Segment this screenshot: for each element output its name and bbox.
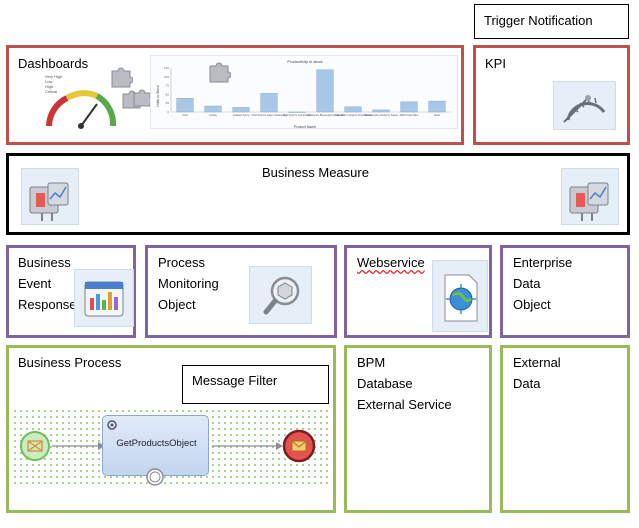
bar — [176, 98, 194, 113]
x-tick-label: Grandma's Boysenberry Spread — [307, 113, 345, 117]
measure-icon — [569, 182, 609, 221]
pmo-icon-tile — [249, 266, 312, 324]
y-tick-label: 75 — [166, 84, 170, 88]
webservice-title: Webservice — [357, 255, 425, 270]
start-event-icon[interactable] — [19, 430, 51, 462]
bar — [260, 93, 278, 113]
end-event-icon[interactable] — [282, 429, 316, 463]
bar — [288, 111, 306, 113]
kpi-box: KPI — [473, 45, 630, 145]
x-tick-label: Chang — [209, 113, 217, 117]
puzzle-icon — [133, 89, 152, 107]
kpi-title: KPI — [485, 56, 506, 71]
kpi-icon-tile — [553, 81, 616, 130]
ext-line-1: External — [513, 355, 561, 370]
stock-bar-chart: Productivity in stock Units In Stock Pro… — [156, 59, 451, 129]
stock-chart-panel: Productivity in stock Units In Stock Pro… — [150, 55, 458, 129]
y-tick-label: 25 — [166, 101, 170, 105]
y-tick-label: 0 — [167, 110, 169, 114]
business-event-response-box: Business Event Response — [6, 245, 136, 338]
webservice-box: Webservice — [344, 245, 492, 338]
ext-line-2: Data — [513, 376, 541, 391]
puzzle-icon — [209, 62, 231, 83]
ber-line-3: Response — [18, 297, 77, 312]
y-tick-label: 50 — [166, 92, 170, 96]
edo-line-1: Enterprise — [513, 255, 573, 270]
message-filter-box: Message Filter — [182, 365, 329, 404]
ber-line-1: Business — [18, 255, 71, 270]
measure-icon — [29, 182, 69, 221]
bar — [372, 109, 390, 113]
process-flow — [52, 442, 283, 450]
bar — [344, 106, 362, 113]
task-get-products-object[interactable]: GetProductsObject — [102, 415, 209, 476]
ber-line-2: Event — [18, 276, 52, 291]
x-tick-label: Chai — [182, 113, 188, 117]
gauge-legend: Very High Low High Critical — [45, 74, 63, 94]
x-tick-label: Ikura — [434, 113, 440, 117]
magnifier-icon — [263, 276, 300, 315]
bar — [204, 105, 222, 113]
trigger-notification-label: Trigger Notification — [484, 13, 593, 28]
bar — [316, 69, 334, 113]
x-tick-label: Mishi Kobe Niku — [400, 113, 419, 117]
bpm-line-1: BPM — [357, 355, 386, 370]
pmo-line-1: Process — [158, 255, 205, 270]
x-tick-label: Northwoods Cranberry Sauce — [364, 113, 399, 117]
task-label: GetProductsObject — [116, 438, 197, 449]
bpm-database-box: BPM Database External Service — [344, 345, 492, 513]
y-tick-label: 125 — [164, 66, 169, 70]
dashboards-box: Dashboards Very High Low High Critical P… — [6, 45, 464, 145]
ber-icon-tile — [74, 269, 134, 327]
edo-line-2: Data — [513, 276, 541, 291]
chart-xlabel: Product Name — [294, 125, 316, 129]
measure-icon-tile-right — [561, 168, 619, 225]
pmo-line-2: Monitoring — [158, 276, 219, 291]
business-process-box: Business Process Message Filter GetProdu… — [6, 345, 336, 513]
bpm-line-3: External Service — [357, 397, 452, 412]
boundary-event-icon — [146, 468, 164, 486]
bpm-line-2: Database — [357, 376, 413, 391]
puzzle-icon — [111, 67, 133, 88]
bar — [428, 100, 446, 113]
business-process-title: Business Process — [18, 355, 122, 370]
message-filter-label: Message Filter — [192, 373, 278, 388]
x-tick-label: Chef Anton's Gumbo Mix — [283, 113, 312, 117]
enterprise-data-object-box: Enterprise Data Object — [500, 245, 630, 338]
dashboards-title: Dashboards — [18, 56, 89, 71]
pmo-line-3: Object — [158, 297, 196, 312]
y-tick-label: 100 — [164, 75, 169, 79]
trigger-notification-box: Trigger Notification — [474, 4, 629, 39]
gauge-widget: Very High Low High Critical — [39, 74, 123, 130]
measure-icon-tile-left — [21, 168, 79, 225]
webservice-icon-tile — [432, 260, 488, 332]
edo-line-3: Object — [513, 297, 551, 312]
external-data-box: External Data — [500, 345, 630, 513]
business-measure-title: Business Measure — [262, 165, 369, 180]
chart-ylabel: Units In Stock — [156, 85, 160, 107]
gauge-icon — [563, 95, 606, 123]
bar — [232, 107, 250, 113]
business-measure-box: Business Measure — [6, 153, 630, 235]
gear-icon — [107, 420, 117, 430]
bar — [400, 101, 418, 113]
x-tick-label: Uncle Bob's Organic Dried Pears — [334, 113, 373, 117]
x-tick-label: Chef Anton's Cajun Seasoning — [251, 113, 287, 117]
chart-title: Productivity in stock — [287, 59, 322, 64]
process-monitoring-object-box: Process Monitoring Object — [145, 245, 337, 338]
globe-icon — [444, 274, 478, 322]
calendar-chart-icon — [84, 281, 124, 317]
gauge-icon — [46, 90, 117, 129]
x-tick-label: Aniseed Syrup — [233, 113, 250, 117]
